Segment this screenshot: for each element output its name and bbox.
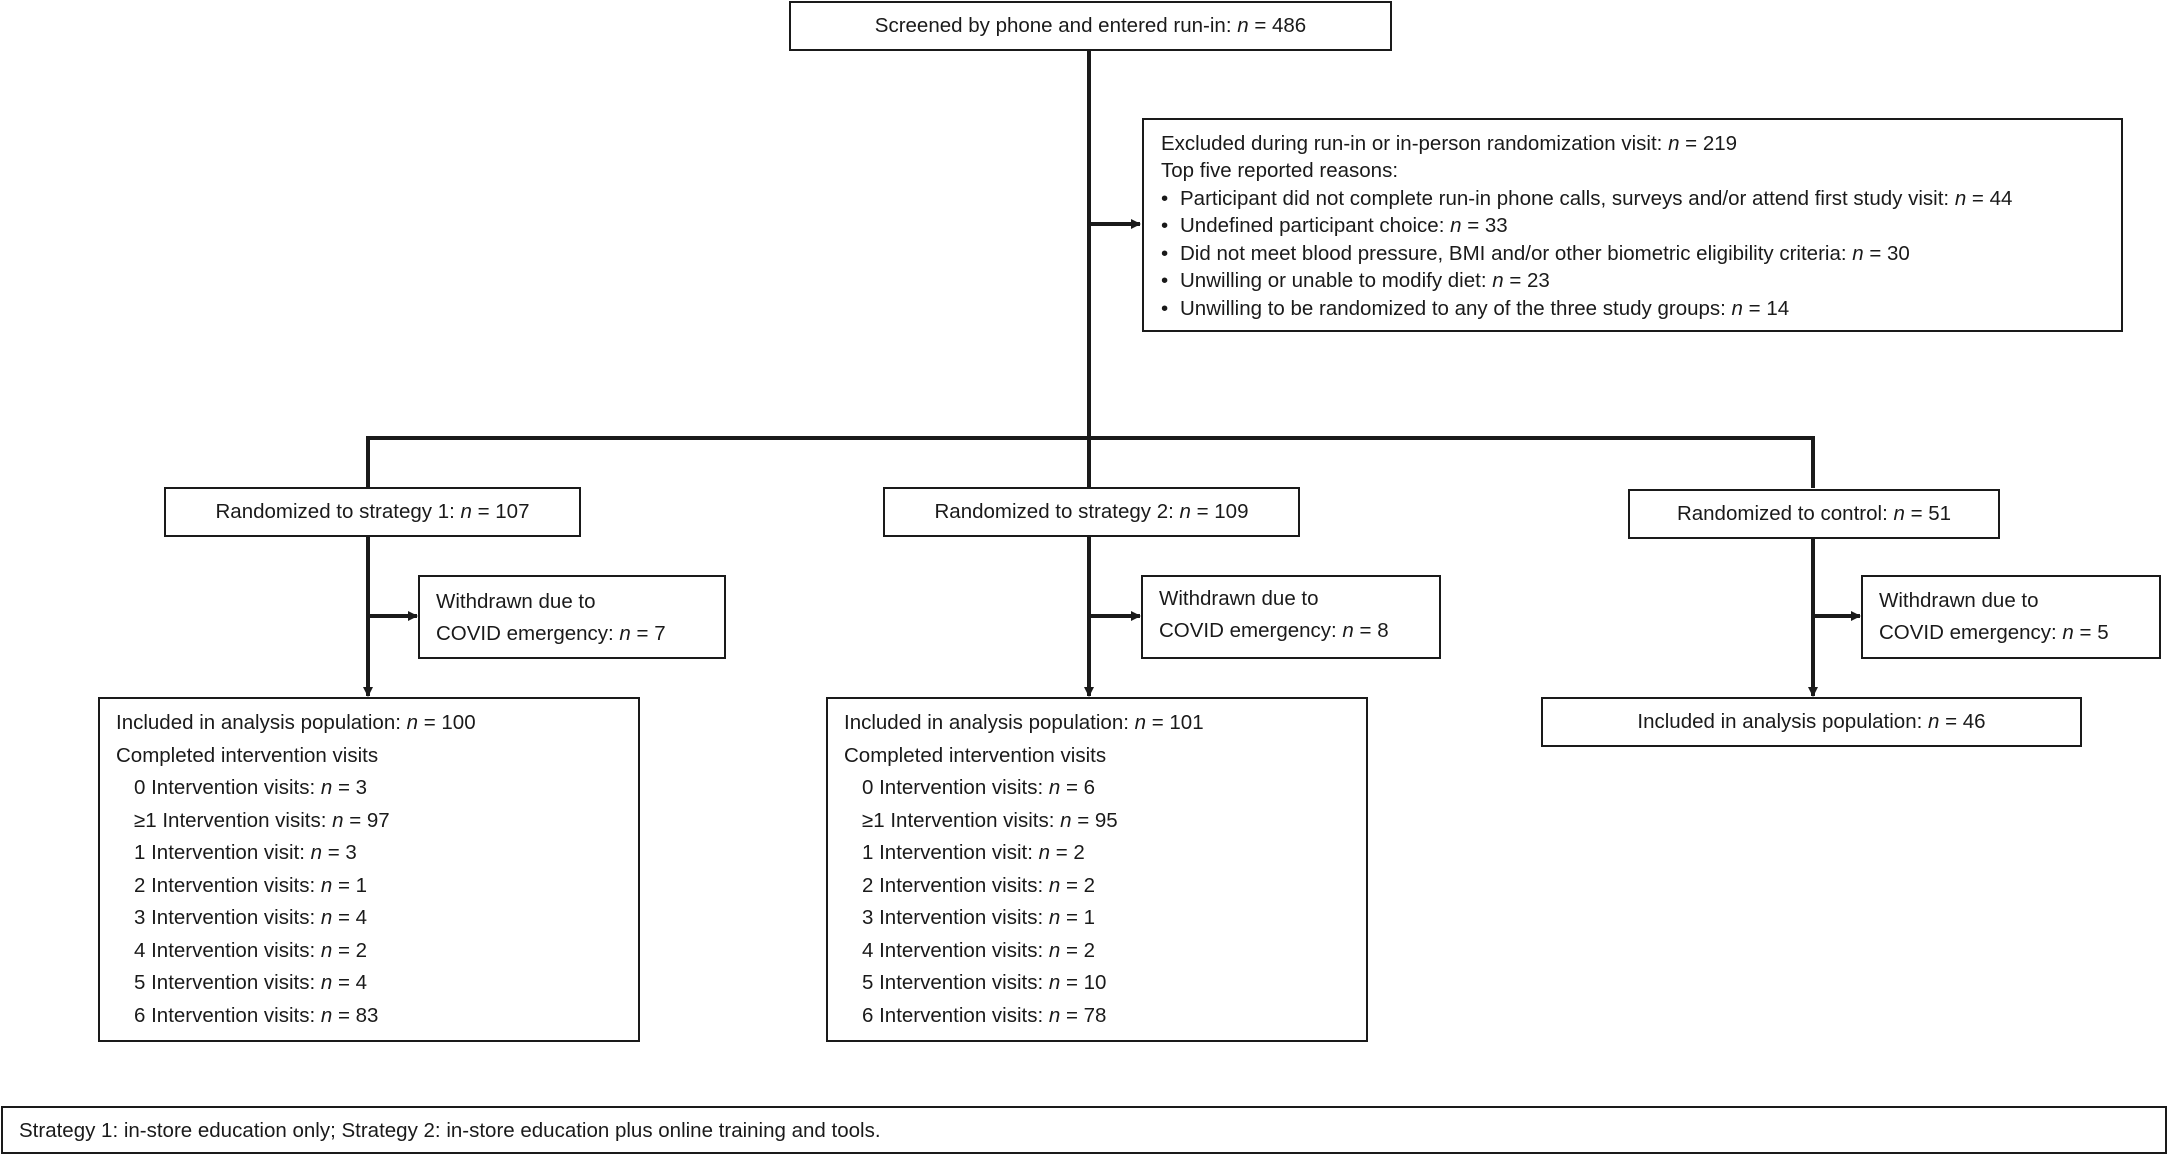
arm1-randomized-text: Randomized to strategy 1: n = 107 [215,500,530,523]
footnote-box: Strategy 1: in-store education only; Str… [1,1106,2167,1154]
arm2-withdrawn-box: Withdrawn due to COVID emergency: n = 8 [1141,575,1441,659]
arm2-visit-row: 5 Intervention visits: n = 10 [862,971,1107,994]
screened-box: Screened by phone and entered run-in: n … [789,1,1392,51]
excluded-box: Excluded during run-in or in-person rand… [1142,118,2123,332]
excluded-reason: Unwilling or unable to modify diet: n = … [1161,268,1550,294]
screened-text: Screened by phone and entered run-in: n … [874,14,1307,37]
arm1-included-text: Included in analysis population: n = 100 [116,711,476,734]
arm3-withdrawn-line1: Withdrawn due to [1879,589,2039,612]
arm1-withdrawn-box: Withdrawn due to COVID emergency: n = 7 [418,575,726,659]
arm1-visit-row: 4 Intervention visits: n = 2 [134,939,368,962]
arm3-randomized-text: Randomized to control: n = 51 [1676,502,1952,525]
arm1-withdrawn-line1: Withdrawn due to [436,590,596,613]
footnote-text: Strategy 1: in-store education only; Str… [19,1119,881,1142]
arm3-included-text: Included in analysis population: n = 46 [1637,710,1986,733]
arm1-visit-row: 3 Intervention visits: n = 4 [134,906,368,929]
arm3-withdrawn-box: Withdrawn due to COVID emergency: n = 5 [1861,575,2161,659]
excluded-header: Excluded during run-in or in-person rand… [1161,132,1738,155]
arm3-randomized-box: Randomized to control: n = 51 [1628,489,2000,539]
arm2-visit-row: 1 Intervention visit: n = 2 [862,841,1085,864]
arm2-randomized-box: Randomized to strategy 2: n = 109 [883,487,1300,537]
arm1-visit-row: 0 Intervention visits: n = 3 [134,776,368,799]
excluded-reason: Did not meet blood pressure, BMI and/or … [1161,241,1910,267]
excluded-reason: Undefined participant choice: n = 33 [1161,213,1508,239]
excluded-subheader: Top five reported reasons: [1161,159,1399,182]
arm1-completed-label: Completed intervention visits [116,744,379,767]
arm1-withdrawn-line2: COVID emergency: n = 7 [436,622,666,645]
arm2-visit-row: 0 Intervention visits: n = 6 [862,776,1096,799]
arm2-withdrawn-line1: Withdrawn due to [1159,587,1319,610]
arm2-completed-label: Completed intervention visits [844,744,1107,767]
arm2-visit-row: 6 Intervention visits: n = 78 [862,1004,1107,1027]
arm2-included-box: Included in analysis population: n = 101… [826,697,1368,1042]
arm3-withdrawn-line2: COVID emergency: n = 5 [1879,621,2109,644]
arm2-withdrawn-line2: COVID emergency: n = 8 [1159,619,1389,642]
arm1-visit-row: 5 Intervention visits: n = 4 [134,971,368,994]
arm2-included-text: Included in analysis population: n = 101 [844,711,1204,734]
arm3-included-box: Included in analysis population: n = 46 [1541,697,2082,747]
excluded-reason: Participant did not complete run-in phon… [1161,186,2012,212]
arm2-visit-row: 2 Intervention visits: n = 2 [862,874,1096,897]
arm2-visit-row: 3 Intervention visits: n = 1 [862,906,1096,929]
arm1-randomized-box: Randomized to strategy 1: n = 107 [164,487,581,537]
arm1-visit-row: 2 Intervention visits: n = 1 [134,874,368,897]
arm1-visit-row: 1 Intervention visit: n = 3 [134,841,357,864]
arm2-visit-row: ≥1 Intervention visits: n = 95 [862,809,1118,832]
arm2-randomized-text: Randomized to strategy 2: n = 109 [934,500,1249,523]
arm1-included-box: Included in analysis population: n = 100… [98,697,640,1042]
excluded-reason: Unwilling to be randomized to any of the… [1161,296,1789,322]
arm1-visit-row: ≥1 Intervention visits: n = 97 [134,809,390,832]
arm2-visit-row: 4 Intervention visits: n = 2 [862,939,1096,962]
arm1-visit-row: 6 Intervention visits: n = 83 [134,1004,379,1027]
